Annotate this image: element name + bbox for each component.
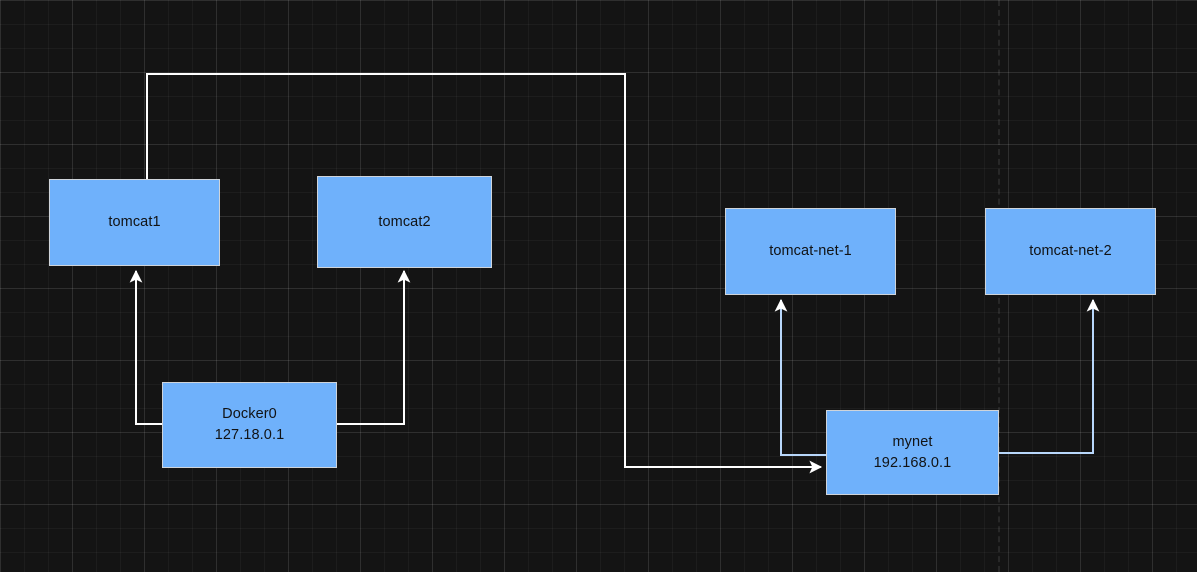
edge-mynet-to-tomcat-net-2[interactable] [999, 298, 1100, 454]
node-label: tomcat-net-2 [1029, 243, 1112, 259]
tomcat-net-1-node[interactable]: tomcat-net-1 [725, 208, 896, 295]
node-label: tomcat-net-1 [769, 243, 852, 259]
edge-mynet-to-tomcat-net-1[interactable] [774, 298, 826, 456]
node-sublabel: 192.168.0.1 [873, 454, 952, 471]
docker0-node[interactable]: Docker0 127.18.0.1 [162, 382, 337, 468]
tomcat2-node[interactable]: tomcat2 [317, 176, 492, 268]
edge-docker0-to-tomcat1[interactable] [129, 269, 162, 425]
node-label: tomcat1 [108, 214, 161, 230]
node-sublabel: 127.18.0.1 [214, 427, 285, 443]
tomcat-net-2-node[interactable]: tomcat-net-2 [985, 208, 1156, 295]
edge-docker0-to-tomcat2[interactable] [337, 269, 411, 425]
node-label: mynet [892, 433, 933, 450]
node-label: tomcat2 [378, 213, 431, 230]
mynet-node[interactable]: mynet 192.168.0.1 [826, 410, 999, 495]
node-label: Docker0 [222, 406, 277, 422]
tomcat1-node[interactable]: tomcat1 [49, 179, 220, 266]
